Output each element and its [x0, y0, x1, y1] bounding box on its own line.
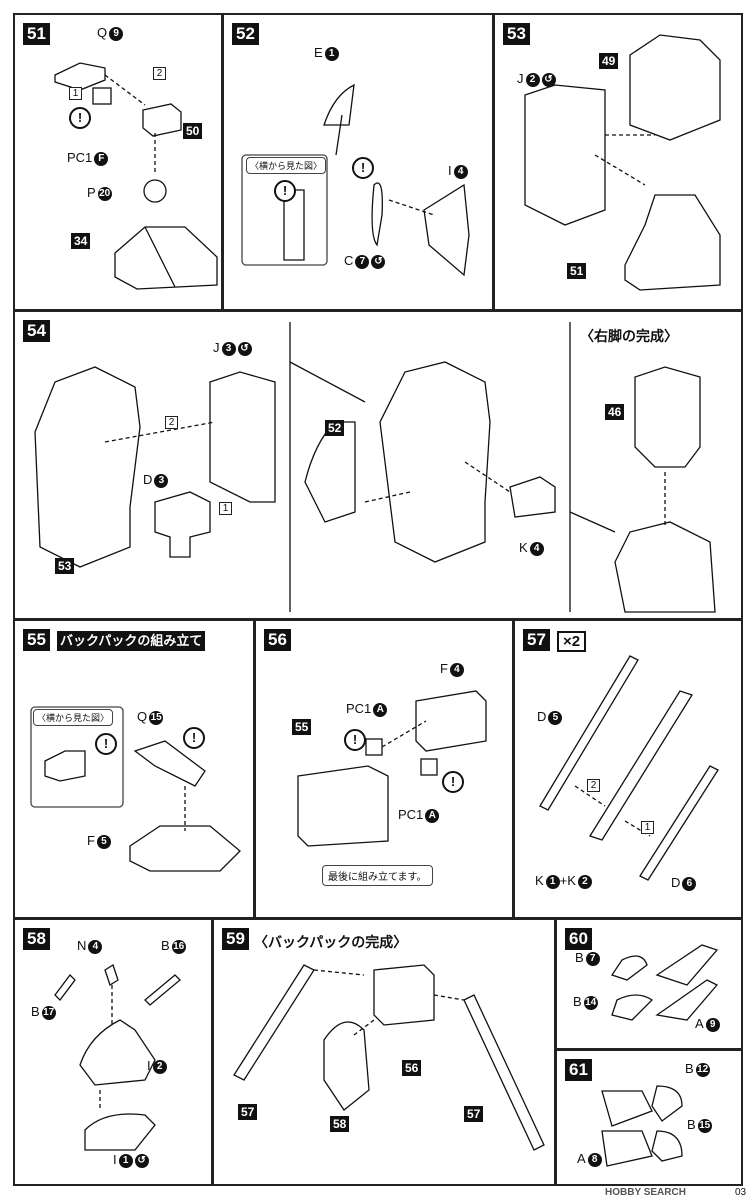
caution-icon: !: [183, 727, 205, 749]
step-61-diagram: [601, 1085, 683, 1167]
step-57-diagram: [539, 655, 719, 881]
step-59-panel: 59 〈バックパックの完成〉 56 57 58 57: [212, 918, 556, 1186]
step-number: 57: [523, 629, 550, 651]
ref-label-58: 58: [330, 1116, 350, 1132]
assembly-note: 最後に組み立てます。: [322, 865, 433, 886]
right-leg-complete-title: 〈右脚の完成〉: [580, 328, 678, 344]
page-number: 03: [735, 1187, 747, 1198]
ref-label-34: 34: [71, 233, 91, 249]
ref-label-56: 56: [402, 1060, 422, 1076]
caution-icon: !: [352, 157, 374, 179]
side-view-note: 〈横から見た図〉: [246, 157, 327, 174]
step-number: 52: [232, 23, 259, 45]
step-number: 59: [222, 928, 249, 950]
step-55-diagram: [30, 706, 241, 872]
ref-label-57-left: 57: [238, 1104, 258, 1120]
ref-label-52: 52: [325, 420, 345, 436]
step-54-diagram: [34, 322, 716, 613]
order-marker: 2: [587, 779, 600, 792]
step-number: 53: [503, 23, 530, 45]
ref-label-53: 53: [55, 558, 75, 574]
multiplier: ×2: [557, 631, 587, 652]
ref-label-49: 49: [599, 53, 619, 69]
watermark: HOBBY SEARCH: [605, 1187, 686, 1198]
step-60-diagram: [610, 944, 719, 1021]
step-56-diagram: [297, 690, 487, 847]
step-59-diagram: [233, 964, 545, 1151]
step-number: 55: [23, 629, 50, 651]
caution-icon: !: [69, 107, 91, 129]
ref-label-57-right: 57: [464, 1106, 484, 1122]
ref-label-50: 50: [183, 123, 203, 139]
caution-icon: !: [344, 729, 366, 751]
step-number: 58: [23, 928, 50, 950]
side-view-note: 〈横から見た図〉: [33, 709, 114, 726]
step-55-title: バックパックの組み立て: [57, 631, 206, 651]
step-number: 61: [565, 1059, 592, 1081]
caution-icon: !: [442, 771, 464, 793]
order-marker: 2: [153, 67, 166, 80]
caution-icon: !: [274, 180, 296, 202]
step-58-diagram: [54, 964, 181, 1151]
ref-label-51: 51: [567, 263, 587, 279]
step-59-title: 〈バックパックの完成〉: [254, 934, 408, 950]
step-number: 56: [264, 629, 291, 651]
order-marker: 1: [641, 821, 654, 834]
ref-label-55: 55: [292, 719, 312, 735]
step-number: 60: [565, 928, 592, 950]
step-number: 51: [23, 23, 50, 45]
order-marker: 1: [69, 87, 82, 100]
ref-label-46: 46: [605, 404, 625, 420]
step-51-diagram: [54, 62, 218, 290]
order-marker: 1: [219, 502, 232, 515]
step-53-diagram: [524, 34, 721, 291]
caution-icon: !: [95, 733, 117, 755]
step-number: 54: [23, 320, 50, 342]
order-marker: 2: [165, 416, 178, 429]
